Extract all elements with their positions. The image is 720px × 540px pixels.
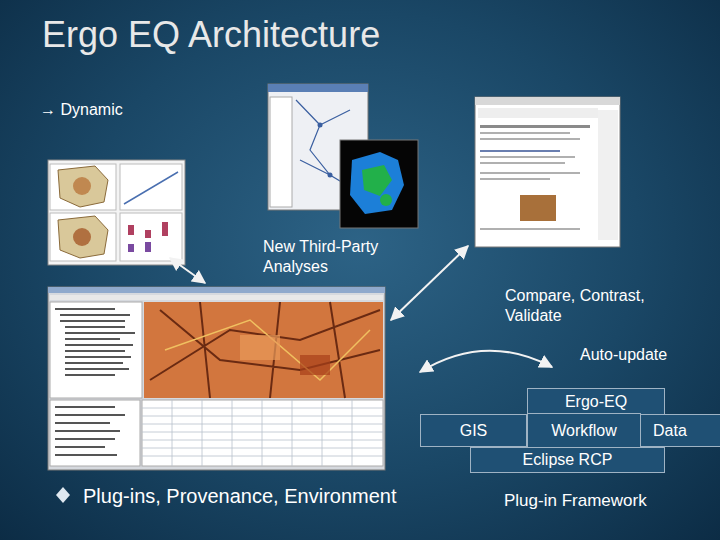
web-screenshot (475, 97, 620, 247)
stack-box: Eclipse RCP (470, 447, 665, 473)
map-screenshot (73, 228, 91, 246)
app-screenshot (55, 446, 105, 448)
map-screenshot (124, 172, 178, 204)
web-screenshot (478, 108, 598, 118)
app-screenshot (50, 295, 383, 300)
web-screenshot (480, 162, 565, 164)
web-screenshot (480, 150, 560, 152)
web-screenshot (475, 97, 620, 105)
double-arrow (170, 258, 205, 283)
app-screenshot (60, 320, 125, 322)
app-screenshot (48, 287, 385, 470)
app-screenshot (50, 302, 142, 398)
stack-box: GIS (420, 414, 527, 447)
web-screenshot (480, 178, 550, 180)
network-screenshot (268, 84, 368, 92)
map-screenshot (73, 177, 91, 195)
hazard-screenshot (380, 194, 392, 206)
app-screenshot (55, 430, 120, 432)
double-arrow (391, 246, 468, 320)
slide-label: → Dynamic (40, 100, 220, 120)
slide-label: New Third-Party Analyses (263, 237, 413, 277)
web-screenshot (480, 138, 580, 140)
map-screenshot (48, 160, 185, 265)
app-screenshot (60, 314, 130, 316)
web-screenshot (520, 195, 556, 221)
hazard-screenshot (340, 140, 418, 228)
app-screenshot (65, 374, 115, 376)
map-screenshot (145, 230, 151, 238)
app-screenshot (48, 287, 385, 293)
network-screenshot (270, 97, 292, 207)
box-label: Workflow (551, 421, 617, 440)
app-screenshot (65, 350, 125, 352)
app-screenshot (144, 302, 383, 398)
box-label: Ergo-EQ (565, 392, 627, 411)
web-screenshot (480, 132, 570, 134)
box-label: GIS (460, 421, 488, 440)
hazard-screenshot (362, 165, 392, 196)
slide-label: Plug-ins, Provenance, Environment (83, 484, 483, 509)
app-screenshot (65, 326, 125, 328)
map-screenshot (128, 225, 134, 235)
app-screenshot (55, 414, 125, 416)
app-screenshot (50, 400, 140, 466)
web-screenshot (480, 156, 575, 158)
map-screenshot (58, 166, 108, 207)
app-screenshot (142, 400, 383, 466)
slide-title: Ergo EQ Architecture (42, 14, 380, 55)
box-label: Eclipse RCP (523, 450, 613, 469)
app-screenshot (240, 335, 280, 360)
hazard-screenshot (340, 140, 418, 228)
app-screenshot (55, 454, 117, 456)
network-screenshot (328, 173, 333, 178)
app-screenshot (65, 344, 133, 346)
app-screenshot (65, 356, 131, 358)
stack-box: Data (640, 414, 720, 447)
slide-label: Plug-in Framework (504, 490, 704, 511)
web-screenshot (480, 228, 580, 230)
web-screenshot (475, 97, 620, 247)
curved-arrow (420, 351, 552, 372)
app-screenshot (150, 302, 380, 398)
map-screenshot (50, 213, 116, 261)
network-screenshot (318, 123, 323, 128)
map-screenshot (162, 222, 168, 236)
map-screenshot (120, 213, 182, 261)
app-screenshot (48, 287, 385, 470)
app-screenshot (65, 332, 135, 334)
app-screenshot (55, 438, 115, 440)
box-label: Data (653, 421, 687, 440)
map-screenshot (120, 164, 182, 210)
slide-label: Compare, Contrast, Validate (505, 286, 675, 326)
map-screenshot (145, 242, 151, 252)
app-screenshot (65, 368, 129, 370)
app-screenshot (55, 308, 115, 310)
app-screenshot (165, 320, 370, 380)
app-screenshot (65, 338, 120, 340)
app-screenshot (55, 422, 110, 424)
slide-label: Auto-update (580, 345, 710, 365)
web-screenshot (480, 172, 580, 174)
hazard-screenshot (350, 152, 404, 214)
bullet-diamond (56, 487, 70, 503)
app-screenshot (65, 362, 123, 364)
map-screenshot (128, 244, 134, 252)
map-screenshot (48, 160, 185, 265)
app-screenshot (55, 406, 115, 408)
web-screenshot (598, 110, 618, 240)
web-screenshot (480, 125, 590, 128)
stack-box: Workflow (527, 413, 641, 448)
app-screenshot (300, 355, 330, 375)
map-screenshot (58, 216, 108, 258)
app-screenshot (142, 400, 383, 466)
map-screenshot (50, 164, 116, 210)
